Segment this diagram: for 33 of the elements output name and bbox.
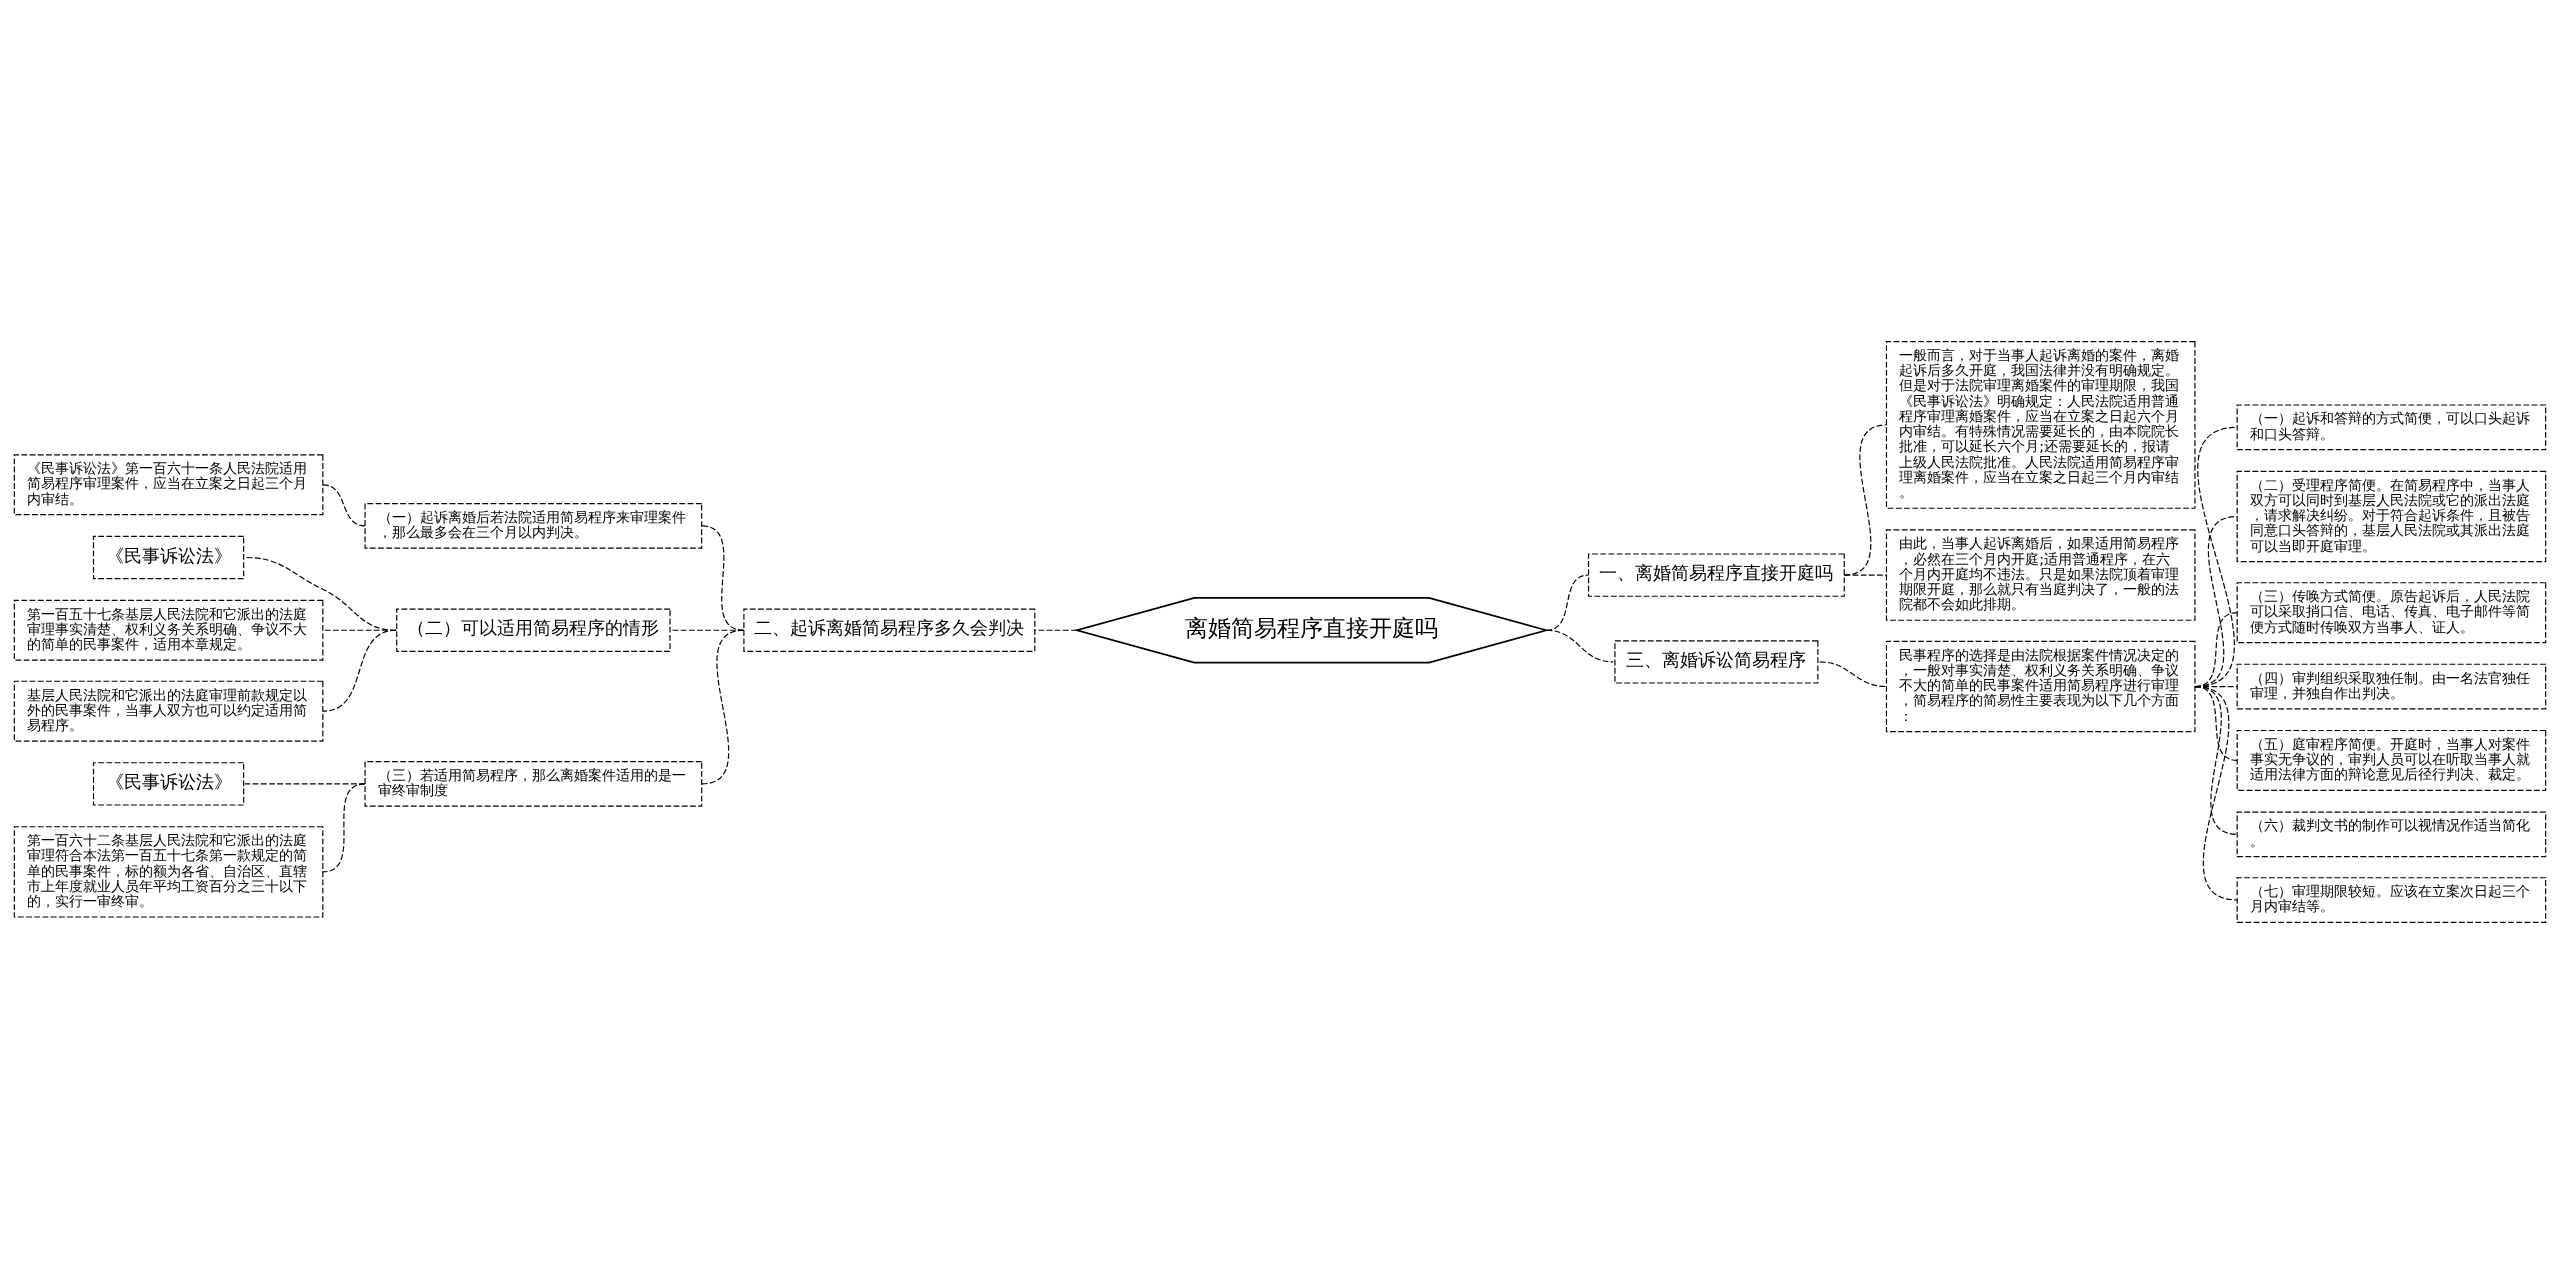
node-box: 第一百六十二条基层人民法院和它派出的法庭审理符合本法第一百五十七条第一款规定的简单的民事案件，标的额为各省、自治区、直辖市上年度就业人员年平均工资百分之三十以下的，实行一审终审。: [13, 825, 324, 918]
node-box: （六）裁判文书的制作可以视情况作适当简化。: [2236, 810, 2547, 857]
connector: [1545, 629, 1614, 662]
connector: [322, 483, 366, 526]
node-box: （二）可以适用简易程序的情形: [396, 608, 671, 652]
node-box: 《民事诉讼法》: [92, 535, 245, 579]
connector: [322, 629, 397, 712]
node-box: 一、离婚简易程序直接开庭吗: [1587, 552, 1845, 597]
connector: [2194, 685, 2238, 901]
node-box: 《民事诉讼法》第一百六十一条人民法院适用简易程序审理案件，应当在立案之日起三个月内审结。: [13, 453, 324, 515]
node-box: （二）受理程序简便。在简易程序中，当事人双方可以同时到基层人民法院或它的派出法庭，请求解决纠纷。对于符合起诉条件，且被告同意口头答辩的，基层人民法院或其派出法庭可以当即开庭审理。: [2236, 470, 2547, 562]
node-box: 一般而言，对于当事人起诉离婚的案件，离婚起诉后多久开庭，我国法律并没有明确规定。但是对于法院审理离婚案件的审理期限，我国《民事诉讼法》明确规定：人民法院适用普通程序审理离婚案件，应当在立案之日起六个月内审结。有特殊情况需要延长的，由本院院长批准，可以延长六个月;还需要延长的，报请上级人民法院批准。人民法院适用简易程序审理离婚案件，应当在立案之日起三个月内审结。: [1885, 340, 2196, 509]
connector: [1545, 574, 1590, 631]
node-box: 《民事诉讼法》: [92, 761, 245, 806]
connector: [2194, 426, 2238, 687]
node-box: （三）传唤方式简便。原告起诉后，人民法院可以采取捎口信、电话、传真、电子邮件等简便方式随时传唤双方当事人、证人。: [2236, 581, 2547, 643]
node-box: （三）若适用简易程序，那么离婚案件适用的是一审终审制度: [364, 760, 703, 807]
node-box: （五）庭审程序简便。开庭时，当事人对案件事实无争议的，审判人员可以在听取当事人就适用法律方面的辩论意见后径行判决、裁定。: [2236, 729, 2547, 791]
connector: [1034, 629, 1078, 631]
node-box: 二、起诉离婚简易程序多久会判决: [743, 608, 1036, 652]
connector: [701, 524, 745, 631]
node-box: 基层人民法院和它派出的法庭审理前款规定以外的民事案件，当事人双方也可以约定适用简易程序。: [13, 680, 324, 742]
node-box: 民事程序的选择是由法院根据案件情况决定的，一般对事实清楚、权利义务关系明确、争议不大的简单的民事案件适用简易程序进行审理，简易程序的简易性主要表现为以下几个方面：: [1885, 640, 2196, 732]
node-box: （一）起诉离婚后若法院适用简易程序来审理案件，那么最多会在三个月以内判决。: [364, 502, 703, 549]
node-box: 三、离婚诉讼简易程序: [1614, 639, 1819, 684]
node-box: 由此，当事人起诉离婚后，如果适用简易程序，必然在三个月内开庭;适用普通程序，在六个月内开庭均不违法。只是如果法院顶着审理期限开庭，那么就只有当庭判决了，一般的法院都不会如此排期。: [1885, 528, 2196, 621]
connector: [701, 629, 745, 784]
node-box: （四）审判组织采取独任制。由一名法官独任审理，并独自作出判决。: [2236, 663, 2547, 709]
node-box: 第一百五十七条基层人民法院和它派出的法庭审理事实清楚、权利义务关系明确、争议不大的简单的民事案件，适用本章规定。: [13, 599, 324, 661]
node-box: （一）起诉和答辩的方式简便，可以口头起诉和口头答辩。: [2236, 403, 2547, 450]
node-box: （七）审理期限较短。应该在立案次日起三个月内审结等。: [2236, 876, 2547, 923]
connector: [1819, 660, 1888, 687]
connector: [322, 782, 366, 872]
